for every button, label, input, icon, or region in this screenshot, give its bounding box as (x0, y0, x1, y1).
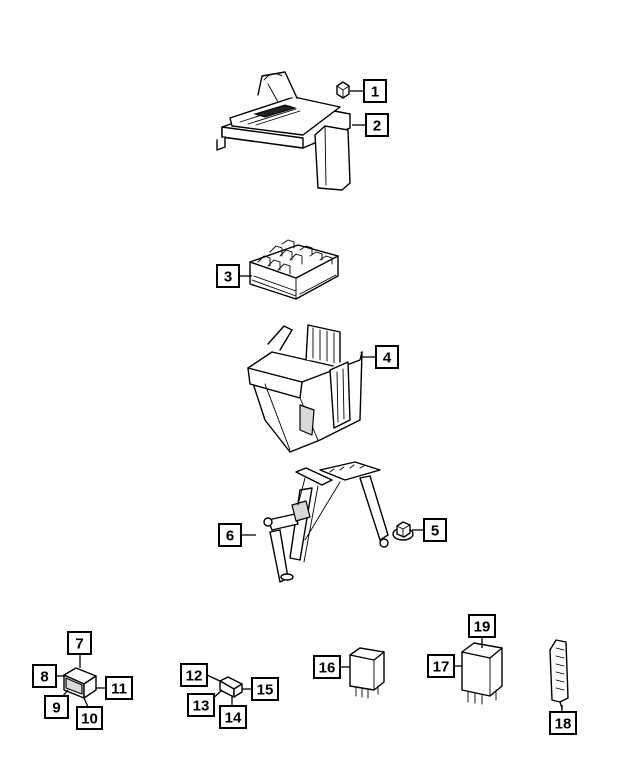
callout-13: 13 (187, 693, 215, 717)
callout-11: 11 (105, 676, 133, 700)
callout-12: 12 (180, 663, 208, 687)
svg-text:11: 11 (111, 681, 127, 698)
callout-17: 17 (427, 654, 455, 678)
svg-text:9: 9 (52, 700, 60, 717)
svg-text:5: 5 (431, 523, 439, 540)
callout-9: 9 (44, 695, 69, 719)
part-nut-small (336, 81, 350, 99)
callout-8: 8 (32, 664, 57, 688)
svg-text:2: 2 (373, 118, 381, 135)
svg-text:6: 6 (226, 528, 234, 545)
svg-text:18: 18 (555, 716, 572, 733)
svg-text:10: 10 (81, 711, 98, 728)
svg-text:13: 13 (193, 698, 210, 715)
svg-text:8: 8 (40, 669, 48, 686)
svg-text:16: 16 (319, 660, 336, 677)
svg-text:14: 14 (225, 710, 242, 727)
callout-15: 15 (251, 677, 279, 701)
callout-4: 4 (375, 345, 399, 369)
callout-6: 6 (218, 523, 242, 547)
callout-5: 5 (423, 518, 447, 542)
callout-18: 18 (549, 711, 577, 735)
part-relay-small (349, 647, 385, 699)
part-relay-large (461, 642, 503, 705)
svg-text:17: 17 (433, 659, 450, 676)
callout-3: 3 (216, 264, 240, 288)
callout-16: 16 (313, 655, 341, 679)
part-tray (247, 324, 363, 453)
callout-7: 7 (67, 631, 92, 655)
part-cover (216, 71, 351, 191)
svg-text:12: 12 (186, 668, 203, 685)
part-fuse-block (249, 239, 339, 300)
callout-10: 10 (76, 706, 103, 730)
part-terminal (549, 639, 569, 709)
callout-2: 2 (365, 113, 389, 137)
svg-text:7: 7 (75, 636, 83, 653)
part-micro-fuse (219, 676, 243, 698)
svg-text:3: 3 (224, 269, 232, 286)
callout-14: 14 (219, 705, 247, 729)
part-nut-flange (392, 521, 414, 541)
part-bracket (263, 461, 389, 583)
svg-text:4: 4 (383, 350, 392, 367)
svg-text:19: 19 (474, 619, 491, 636)
svg-text:15: 15 (257, 682, 274, 699)
callout-1: 1 (363, 79, 387, 103)
callout-19: 19 (468, 614, 496, 638)
svg-text:1: 1 (371, 84, 379, 101)
part-mini-fuse (63, 667, 97, 699)
